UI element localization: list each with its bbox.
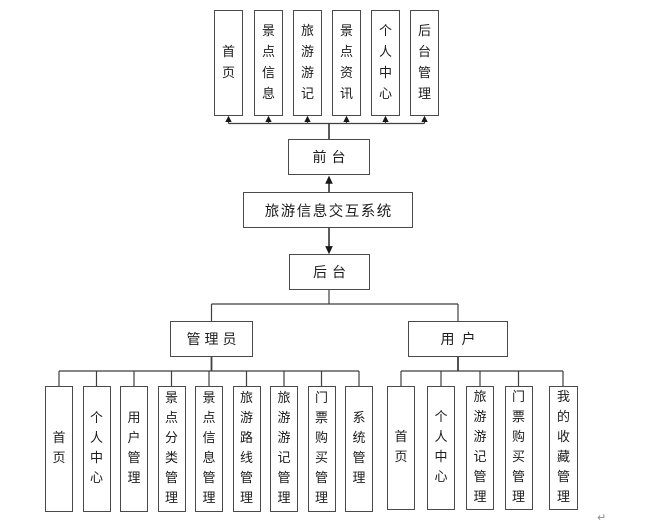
node-front-home: 首 页: [214, 10, 243, 116]
node-label: 旅 游 游 记: [300, 24, 314, 102]
node-admin-scenic-category-mgmt: 景 点 分 类 管 理: [157, 386, 186, 512]
node-label: 旅游信息交互系统: [264, 203, 393, 220]
node-label: 用户: [440, 332, 483, 348]
node-role-user: 用户: [408, 321, 508, 357]
node-label: 系 统 管 理: [352, 411, 366, 486]
node-label: 景 点 分 类 管 理: [164, 391, 178, 506]
node-label: 前台: [312, 150, 351, 166]
node-label: 旅 游 游 记 管 理: [277, 391, 291, 506]
node-admin-travel-route-mgmt: 旅 游 路 线 管 理: [232, 386, 261, 512]
node-admin-home: 首 页: [45, 386, 73, 512]
node-front-personal-center: 个 人 中 心: [371, 10, 400, 116]
node-label: 首 页: [52, 431, 66, 466]
roles-rail: [210, 290, 459, 321]
node-admin-travel-notes-mgmt: 旅 游 游 记 管 理: [270, 386, 298, 512]
node-admin-scenic-info-mgmt: 景 点 信 息 管 理: [195, 386, 223, 512]
node-user-personal-center: 个 人 中 心: [427, 386, 455, 510]
node-label: 旅 游 路 线 管 理: [239, 391, 253, 506]
node-front-admin-portal: 后 台 管 理: [410, 10, 439, 116]
node-label: 后 台 管 理: [417, 24, 431, 102]
frontend-up-arrowheads: [225, 115, 428, 122]
node-backend: 后台: [289, 254, 370, 290]
node-label: 首 页: [394, 430, 408, 465]
node-label: 门 票 购 买 管 理: [511, 390, 525, 505]
node-label: 我 的 收 藏 管 理: [556, 390, 570, 505]
node-user-favorites-mgmt: 我 的 收 藏 管 理: [549, 386, 578, 510]
node-label: 个 人 中 心: [89, 411, 103, 486]
node-front-travel-notes: 旅 游 游 记: [293, 10, 322, 116]
node-label: 首 页: [221, 45, 235, 81]
node-front-scenic-info: 景 点 信 息: [254, 10, 283, 116]
node-role-admin: 管理员: [170, 321, 253, 357]
node-label: 景 点 信 息 管 理: [202, 391, 216, 506]
node-label: 个 人 中 心: [434, 410, 448, 485]
node-label: 景 点 信 息: [261, 24, 275, 102]
node-user-home: 首 页: [387, 386, 415, 510]
frontend-rail: [227, 121, 426, 125]
arrow-title-to-frontend: [325, 175, 333, 192]
node-label: 旅 游 游 记 管 理: [473, 390, 487, 505]
node-label: 景 点 资 讯: [339, 24, 353, 102]
node-front-scenic-news: 景 点 资 讯: [332, 10, 361, 116]
node-label: 后台: [313, 265, 351, 281]
user-rail: [400, 370, 564, 387]
node-label: 管理员: [186, 332, 241, 348]
node-frontend: 前台: [288, 139, 370, 175]
node-admin-ticket-purchase-mgmt: 门 票 购 买 管 理: [307, 386, 336, 512]
node-admin-personal-center: 个 人 中 心: [82, 386, 111, 512]
node-system-title: 旅游信息交互系统: [243, 192, 413, 228]
node-user-ticket-purchase-mgmt: 门 票 购 买 管 理: [504, 386, 533, 510]
node-admin-user-mgmt: 用 户 管 理: [120, 386, 148, 512]
node-label: 门 票 购 买 管 理: [314, 391, 328, 506]
node-admin-system-mgmt: 系 统 管 理: [345, 386, 373, 512]
admin-rail: [58, 370, 360, 387]
arrow-title-to-backend: [325, 228, 333, 255]
node-user-travel-notes-mgmt: 旅 游 游 记 管 理: [466, 386, 494, 510]
node-label: 个 人 中 心: [378, 24, 392, 102]
paragraph-mark: ↵: [597, 511, 607, 524]
node-label: 用 户 管 理: [127, 411, 141, 486]
